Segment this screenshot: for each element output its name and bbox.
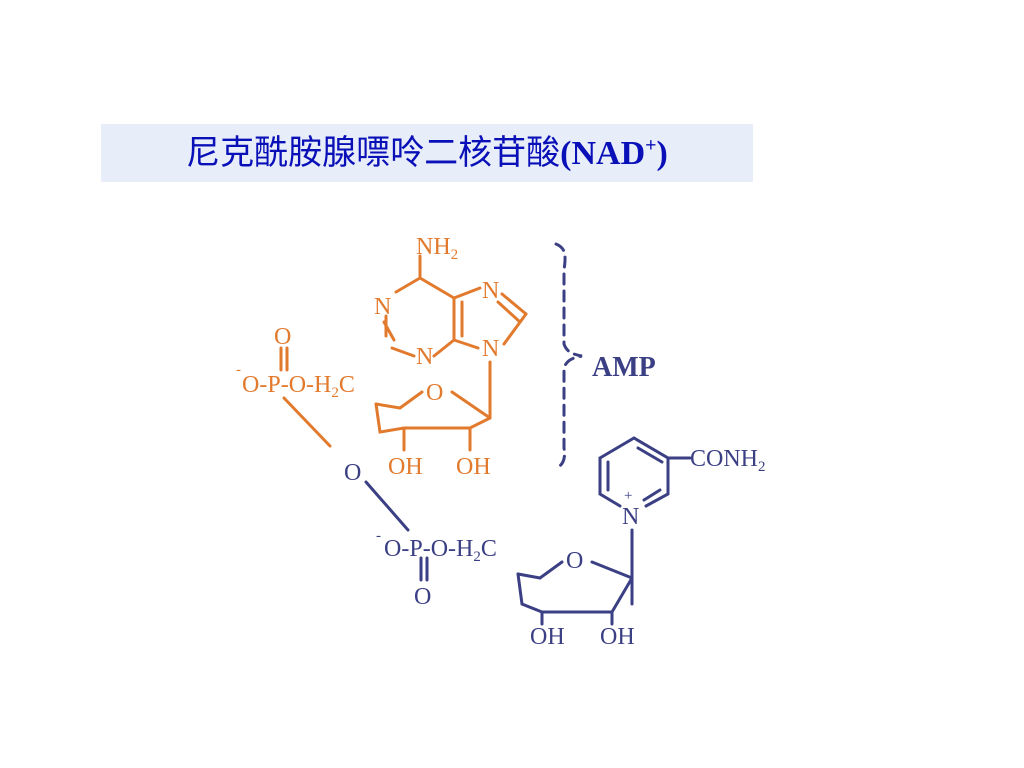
ribose-bond bbox=[450, 390, 492, 420]
ring-bond bbox=[390, 346, 416, 358]
amp-label: AMP bbox=[592, 352, 656, 383]
ring-bond-double bbox=[496, 300, 522, 324]
ribose-bond bbox=[516, 572, 634, 614]
pyridinium-n-label: N bbox=[622, 504, 639, 530]
negative-charge-label: - bbox=[236, 362, 241, 378]
ring-bond bbox=[432, 338, 456, 358]
amide-label: CONH2 bbox=[690, 446, 766, 475]
pyridinium-charge-label: + bbox=[624, 488, 632, 504]
ring-bond bbox=[382, 320, 396, 342]
adenine-n3-label: N bbox=[416, 344, 433, 370]
amp-brace bbox=[554, 242, 583, 470]
phosphate-ester-bond bbox=[282, 396, 332, 448]
amino-label: NH2 bbox=[416, 234, 458, 263]
ribose-oh-left-label-2: OH bbox=[530, 624, 565, 650]
adenine-n7-label: N bbox=[482, 278, 499, 304]
nmn-moiety bbox=[364, 242, 692, 626]
page-title: 尼克酰胺腺嘌呤二核苷酸(NAD+) bbox=[101, 133, 753, 174]
ring-bond bbox=[452, 338, 480, 350]
negative-charge-label-2: - bbox=[376, 528, 381, 544]
ribose-bond bbox=[516, 560, 564, 580]
amp-labels: NH2 N N N N O OH OH O - O-P-O-H2C bbox=[236, 234, 499, 480]
amp-moiety bbox=[279, 254, 528, 452]
title-box: 尼克酰胺腺嘌呤二核苷酸(NAD+) bbox=[101, 124, 753, 182]
pyridine-ring-bond bbox=[598, 456, 622, 508]
adenine-n9-label: N bbox=[482, 336, 499, 362]
pyridine-ring-double bbox=[642, 488, 662, 502]
pyridine-ring-bond bbox=[598, 436, 670, 508]
nmn-labels: O - O-P-O-H2C O O OH OH + N CONH2 AMP bbox=[344, 352, 766, 650]
ribose-oxygen-label: O bbox=[426, 380, 443, 406]
ribose-oxygen-label-2: O bbox=[566, 548, 583, 574]
ring-bond bbox=[500, 292, 528, 316]
ring-bond bbox=[502, 312, 528, 346]
bridge-bond bbox=[364, 480, 410, 532]
title-charge: + bbox=[645, 134, 657, 157]
bridge-oxygen-label: O bbox=[344, 460, 361, 486]
ribose-oh-right-label-2: OH bbox=[600, 624, 635, 650]
title-formula: (NAD+) bbox=[560, 134, 668, 172]
ribose-bond bbox=[374, 390, 424, 410]
phosphate-group-label: O-P-O-H2C bbox=[242, 372, 355, 401]
title-chinese: 尼克酰胺腺嘌呤二核苷酸 bbox=[186, 133, 561, 173]
adenine-n1-label: N bbox=[374, 294, 391, 320]
ring-bond bbox=[418, 276, 456, 300]
ring-bond bbox=[452, 286, 482, 300]
ring-bond bbox=[394, 276, 422, 294]
ribose-oh-left-label: OH bbox=[388, 454, 423, 480]
phosphate-oxygen-label-2: O bbox=[414, 584, 431, 610]
phosphate-oxygen-label: O bbox=[274, 324, 291, 350]
ribose-oh-right-label: OH bbox=[456, 454, 491, 480]
ribose-bond bbox=[590, 560, 634, 580]
pyridine-ring-double bbox=[636, 446, 664, 464]
phosphate-group-label-2: O-P-O-H2C bbox=[384, 536, 497, 565]
